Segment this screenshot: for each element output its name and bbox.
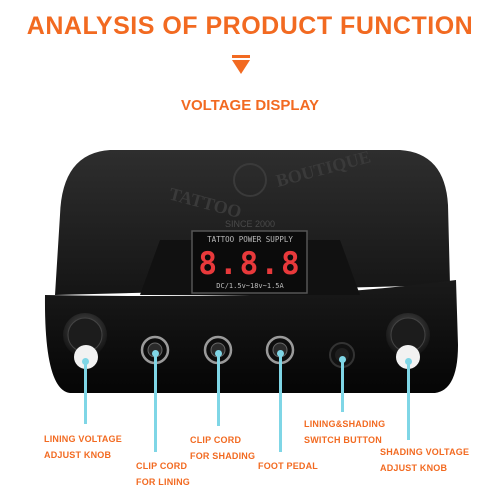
callout-dot-clip-shading xyxy=(215,350,222,357)
label-line: CLIP CORD xyxy=(190,435,242,445)
lining-voltage-knob xyxy=(63,313,107,369)
label-lining-voltage-knob: LINING VOLTAGE ADJUST KNOB xyxy=(44,431,122,463)
label-clip-shading: CLIP CORD FOR SHADING xyxy=(190,432,255,464)
callout-line-clip-lining xyxy=(154,354,157,452)
page-title: ANALYSIS OF PRODUCT FUNCTION xyxy=(26,12,474,40)
callout-dot-lining-knob xyxy=(82,358,89,365)
callout-line-clip-shading xyxy=(217,354,220,426)
label-shading-voltage-knob: SHADING VOLTAGE ADJUST KNOB xyxy=(380,444,469,476)
screen-title: TATTOO POWER SUPPLY xyxy=(207,235,293,244)
callout-dot-switch xyxy=(339,356,346,363)
label-switch-button: LINING&SHADING SWITCH BUTTON xyxy=(304,416,385,448)
power-supply-device: TATTOO BOUTIQUE SINCE 2000 TATTOO POWER … xyxy=(44,146,459,393)
voltage-readout: 8.8.8 xyxy=(198,246,301,282)
callout-line-foot-pedal xyxy=(279,354,282,452)
label-line: FOOT PEDAL xyxy=(258,461,318,471)
callout-dot-foot-pedal xyxy=(277,350,284,357)
label-line: LINING VOLTAGE xyxy=(44,434,122,444)
label-clip-lining: CLIP CORD FOR LINING xyxy=(136,458,190,490)
callout-line-lining-knob xyxy=(84,362,87,424)
brand-emblem xyxy=(233,163,267,197)
label-line: FOR SHADING xyxy=(190,451,256,461)
callout-dot-clip-lining xyxy=(152,350,159,357)
shading-voltage-knob xyxy=(386,313,430,369)
arrow-bar xyxy=(232,55,250,58)
down-arrow-icon xyxy=(232,60,250,74)
label-line: SHADING VOLTAGE xyxy=(380,447,470,457)
label-foot-pedal: FOOT PEDAL xyxy=(258,458,318,474)
callout-line-shading-knob xyxy=(407,362,410,440)
label-line: ADJUST KNOB xyxy=(380,463,448,473)
lcd-screen xyxy=(191,230,308,294)
voltage-display-heading: VOLTAGE DISPLAY xyxy=(180,97,320,114)
callout-dot-shading-knob xyxy=(405,358,412,365)
screen-spec: DC/1.5v~18v~1.5A xyxy=(216,282,284,290)
label-line: CLIP CORD xyxy=(136,461,188,471)
label-line: ADJUST KNOB xyxy=(44,450,112,460)
device-front-face xyxy=(44,280,459,393)
label-line: LINING&SHADING xyxy=(304,419,386,429)
callout-line-switch xyxy=(341,360,344,412)
label-line: FOR LINING xyxy=(136,477,190,487)
label-line: SWITCH BUTTON xyxy=(304,435,382,445)
since-text: SINCE 2000 xyxy=(225,219,275,229)
